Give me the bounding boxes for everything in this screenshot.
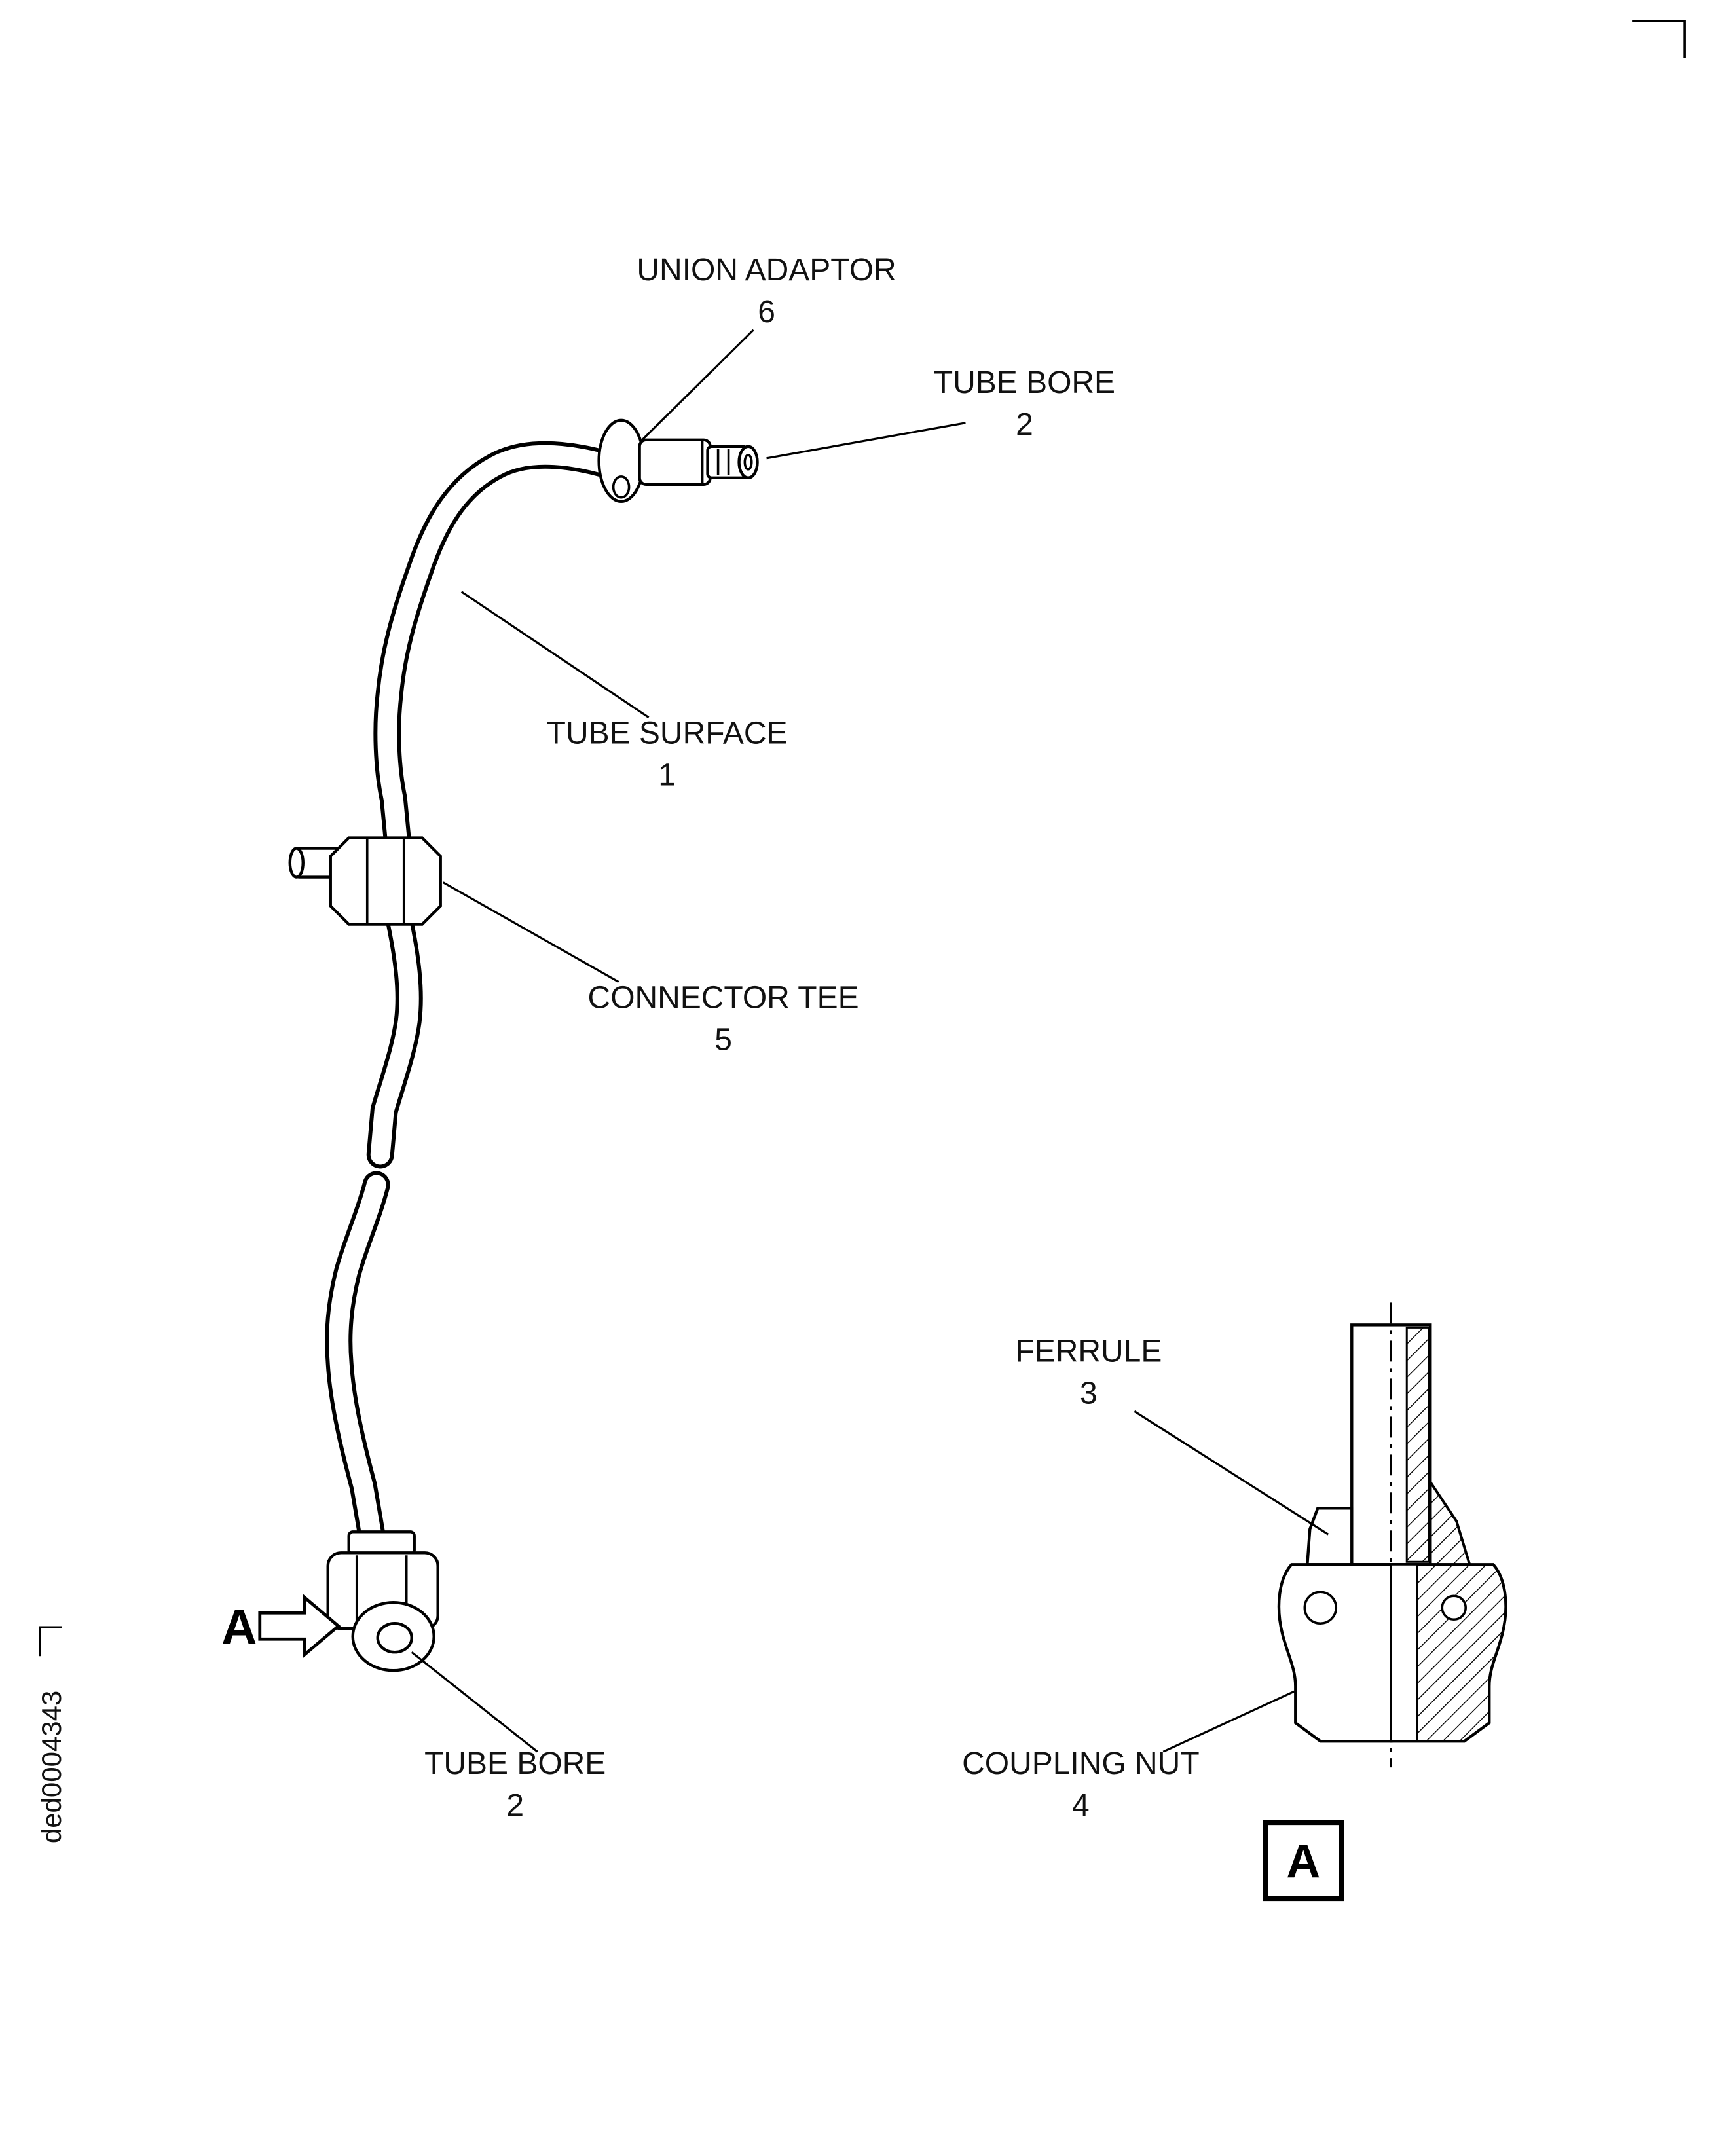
detail-ferrule-right-section xyxy=(1429,1477,1471,1566)
tube-bore-opening-top xyxy=(743,453,753,471)
detail-coupling-nut-left xyxy=(1277,1563,1393,1743)
tube-end-face xyxy=(737,445,759,479)
union-adaptor-label: UNION ADAPTOR xyxy=(637,253,896,287)
leader-tube-bore-bottom xyxy=(411,1651,538,1753)
detail-view-box xyxy=(1263,1820,1344,1902)
coupling-nut-collar xyxy=(347,1530,416,1556)
union-adaptor-body xyxy=(638,438,712,486)
view-direction-arrow-icon xyxy=(258,1594,341,1659)
detail-tube-wall-section xyxy=(1405,1326,1430,1563)
leader-union-adaptor xyxy=(641,329,754,441)
ferrule-label: FERRULE xyxy=(1015,1334,1162,1369)
tube-bore-top-label: TUBE BORE xyxy=(934,365,1115,400)
detail-view-drawing xyxy=(1263,1302,1507,1902)
leader-connector-tee xyxy=(442,881,619,983)
union-adaptor-flange xyxy=(597,418,645,503)
tube-bore-bottom-number: 2 xyxy=(506,1788,524,1823)
tube-surface-number: 1 xyxy=(658,758,676,793)
connector-tee-body xyxy=(329,836,442,926)
coupling-nut-label: COUPLING NUT xyxy=(962,1746,1199,1781)
main-assembly-drawing xyxy=(258,418,759,1672)
detail-coupling-nut-right-section xyxy=(1390,1563,1507,1743)
tube-mid-fill xyxy=(370,913,419,1165)
detail-ferrule-left xyxy=(1305,1507,1354,1566)
tube-upper-outline xyxy=(373,441,617,853)
doc-id-registration-mark xyxy=(39,1626,62,1657)
ferrule-number: 3 xyxy=(1080,1376,1098,1410)
detail-bore-channel xyxy=(1390,1563,1418,1742)
detail-nut-hole-left xyxy=(1303,1591,1338,1625)
leader-ferrule xyxy=(1134,1410,1329,1536)
tube-upper-fill xyxy=(377,445,613,849)
leader-tube-bore-top xyxy=(766,422,966,460)
tube-bore-top-number: 2 xyxy=(1016,407,1033,442)
connector-tee-label: CONNECTOR TEE xyxy=(588,981,859,1016)
leader-tube-surface xyxy=(460,591,650,718)
tube-lower-fill xyxy=(329,1175,386,1550)
connector-tee-number: 5 xyxy=(714,1023,732,1058)
detail-nut-hole-right xyxy=(1441,1594,1468,1621)
connector-tee-stub-end xyxy=(288,847,305,879)
view-arrow-label: A xyxy=(221,1600,257,1655)
corner-registration-mark xyxy=(1632,20,1686,58)
tube-surface-label: TUBE SURFACE xyxy=(547,716,788,751)
tube-bore-opening-bottom xyxy=(376,1622,413,1654)
leader-lines xyxy=(411,329,1329,1753)
tube-bore-bottom-label: TUBE BORE xyxy=(424,1746,606,1781)
leader-coupling-nut xyxy=(1162,1690,1295,1753)
detail-view-label: A xyxy=(1286,1835,1320,1888)
doc-id: ded0004343 xyxy=(36,1691,67,1843)
coupling-nut-number: 4 xyxy=(1072,1788,1090,1823)
union-adaptor-number: 6 xyxy=(758,295,775,329)
union-adaptor-flange-hole xyxy=(612,475,631,499)
